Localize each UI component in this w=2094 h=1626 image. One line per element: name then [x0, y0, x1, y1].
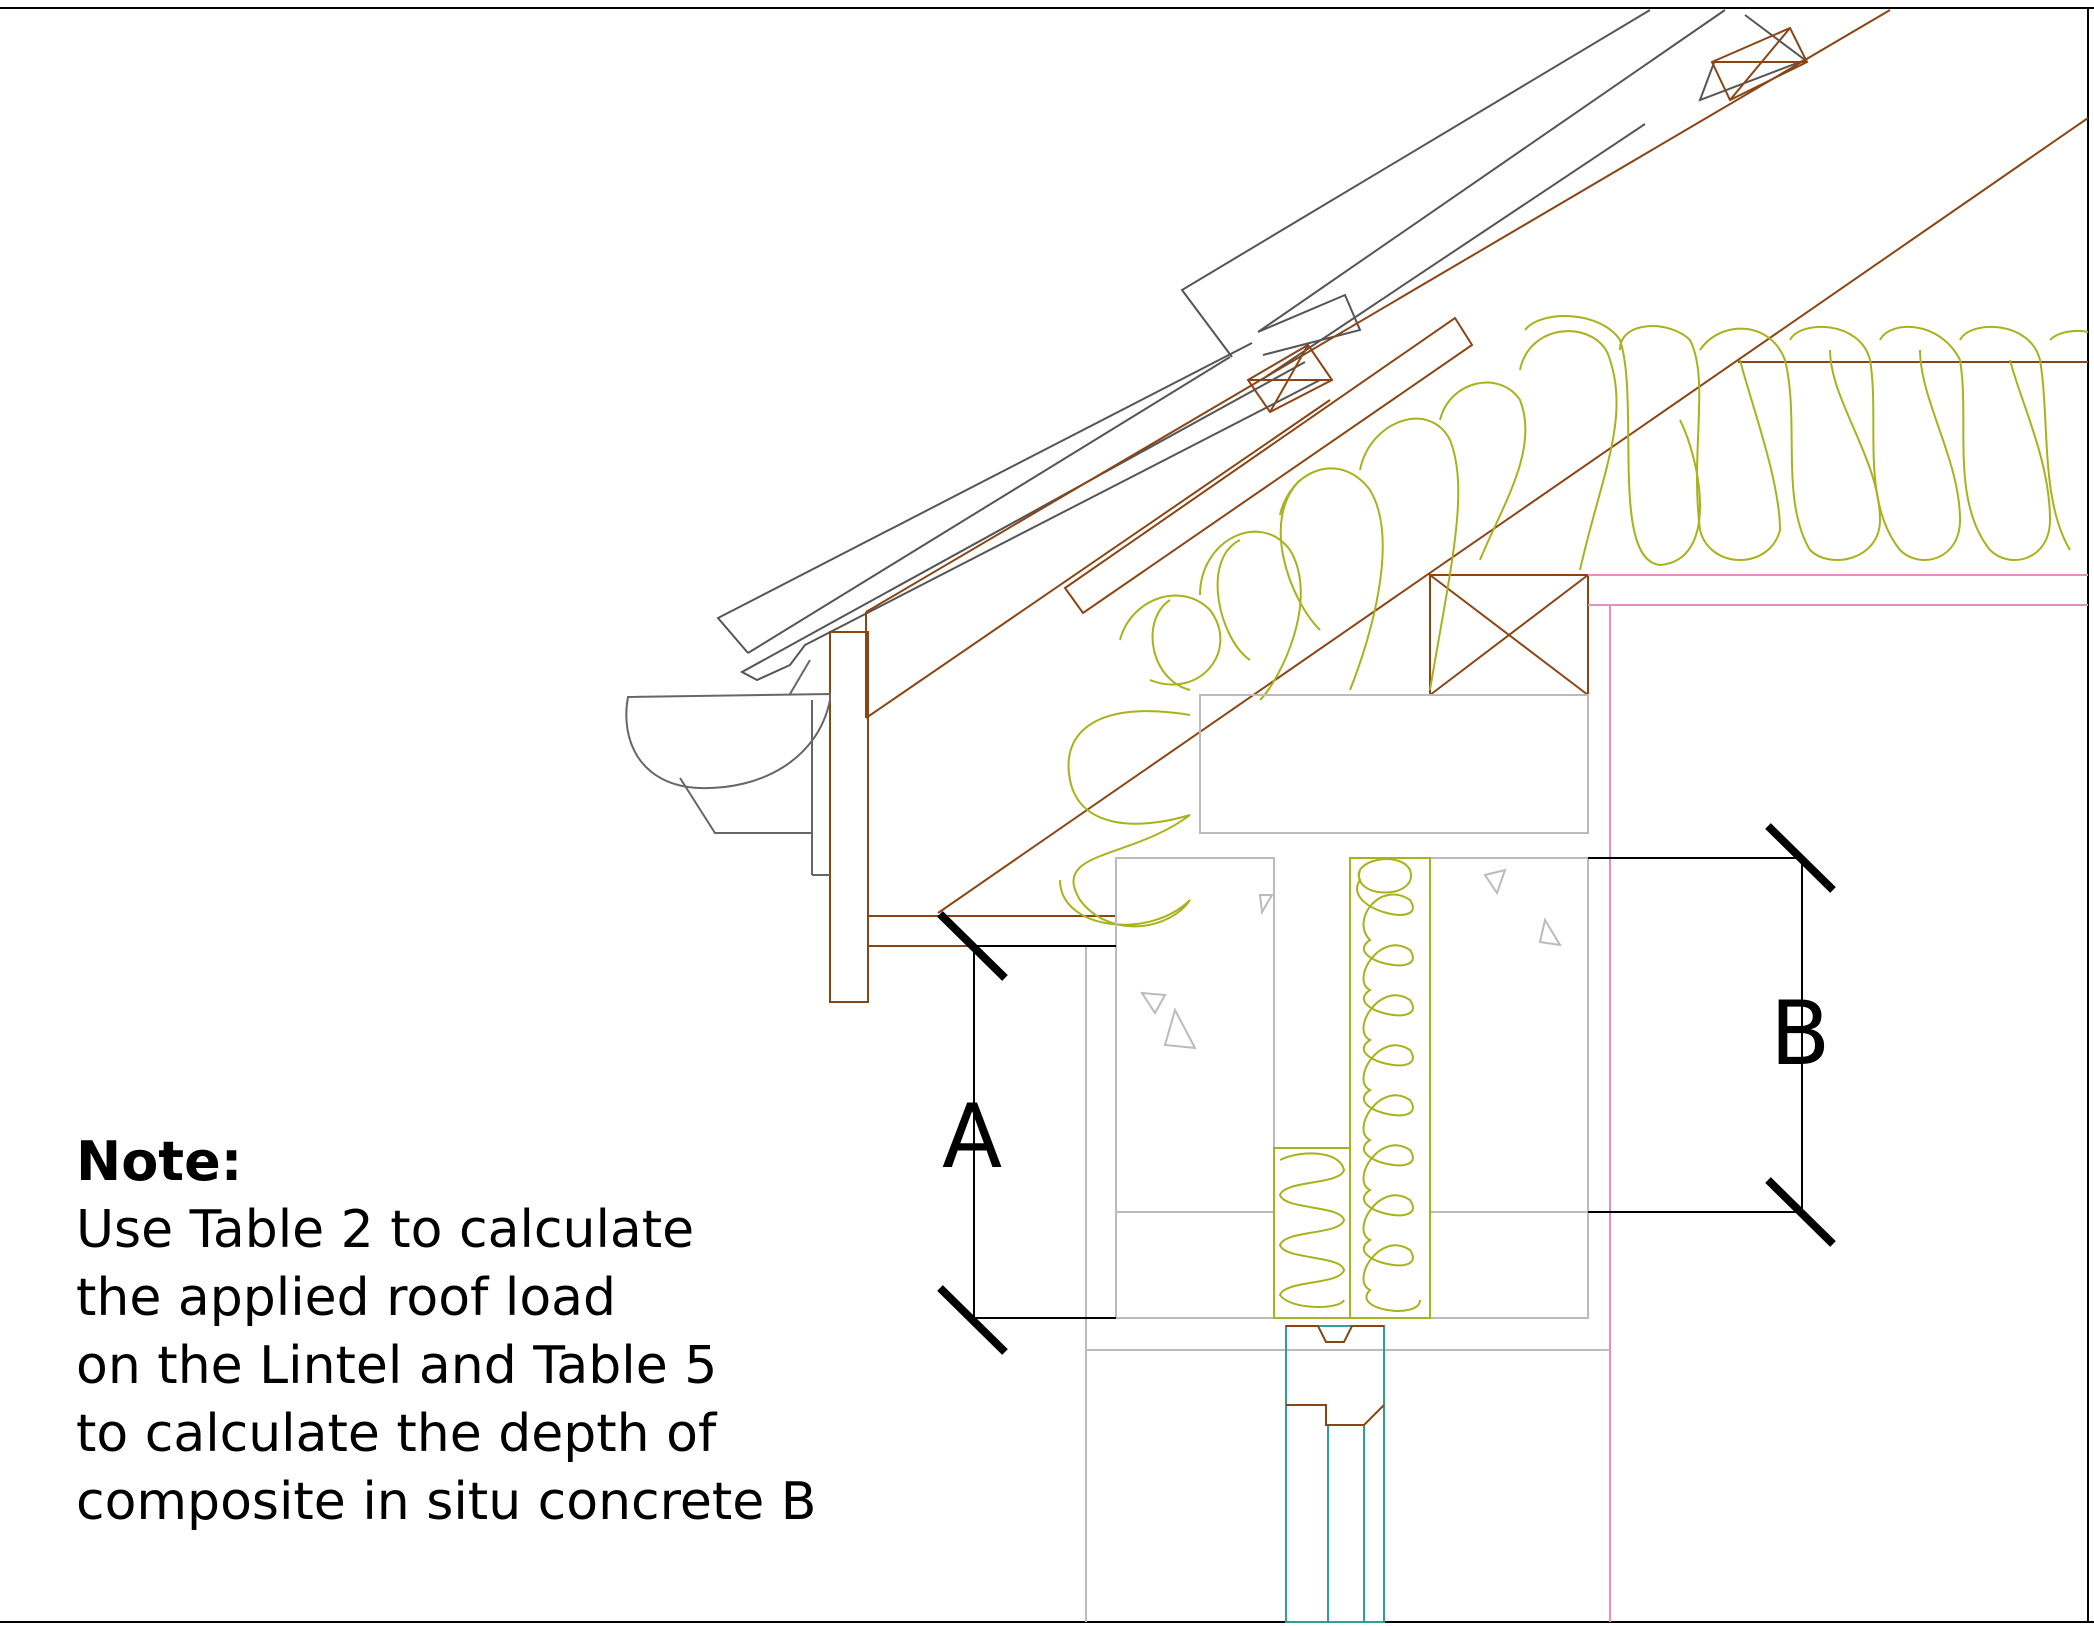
cavity-insulation: [1273, 857, 1431, 1319]
ceiling-plaster: [1588, 574, 2088, 1622]
note-line: Use Table 2 to calculate: [76, 1200, 695, 1260]
window-head-timber: [1286, 1325, 1385, 1426]
roof-tiles: [716, 9, 1808, 682]
note-title: Note:: [76, 1130, 243, 1193]
drawing-frame: [0, 7, 2094, 1623]
note-line: on the Lintel and Table 5: [76, 1336, 718, 1396]
masonry-wall: [1085, 694, 1610, 1622]
gutter: [625, 659, 831, 876]
note-line: the applied roof load: [76, 1268, 617, 1328]
note-line: to calculate the depth of: [76, 1404, 717, 1464]
loft-insulation: [1059, 315, 2089, 928]
dimension-lines: [937, 823, 1836, 1355]
dimension-b-label: B: [1770, 982, 1831, 1085]
dimension-a-label: A: [942, 1085, 1003, 1188]
roof-timber: [829, 9, 2089, 1003]
note-line: composite in situ concrete B: [76, 1472, 817, 1532]
roof-battens: [1246, 26, 1809, 414]
note-block: Note: Use Table 2 to calculate the appli…: [76, 1128, 976, 1536]
window-frame: [1285, 1325, 1385, 1623]
